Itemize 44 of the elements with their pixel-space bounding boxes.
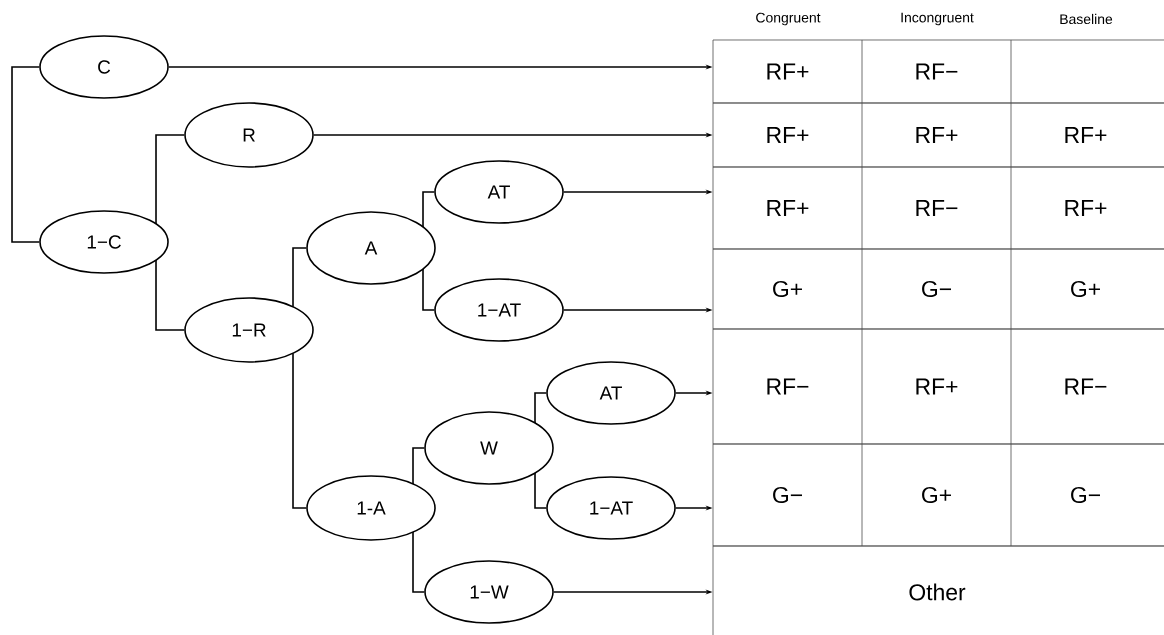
connector [155,259,185,331]
cell-text: G− [1071,486,1100,504]
ellipse-node: 1−C [39,210,169,274]
ellipse-node: AT [546,361,676,425]
cell-text: RF− [916,63,958,80]
cell-text: RF+ [767,127,809,143]
cell-text: RF+ [767,200,809,216]
cell-text: G− [773,486,802,504]
cell-text: G+ [1071,280,1100,298]
ellipse-node: 1−AT [434,278,564,342]
cell-text: RF+ [767,63,809,80]
connector [292,247,307,308]
ellipse-node: C [39,35,169,99]
cell-text: RF− [1065,378,1107,395]
cell-text: RF+ [916,127,958,143]
cell-text: RF+ [916,378,958,395]
connector [422,268,435,311]
connector [534,472,547,509]
cell-text: Other [909,583,966,601]
ellipse-node: A [306,211,436,285]
connector [412,447,425,485]
cell-text: RF− [916,200,958,216]
ellipse-node: 1−R [184,297,314,363]
connector [155,134,185,225]
column-header: Incongruent [901,12,974,26]
ellipse-node: 1-A [306,475,436,541]
ellipse-node: W [424,411,554,485]
cell-text: RF+ [1065,200,1107,216]
cell-text: RF+ [1065,127,1107,143]
connector [534,392,547,424]
cell-text: G+ [922,486,951,504]
connector [11,66,40,243]
ellipse-node: 1−AT [546,476,676,540]
cell-text: RF− [767,378,809,395]
ellipse-node: R [184,102,314,168]
ellipse-node: AT [434,160,564,224]
column-header: Congruent [756,12,821,26]
connector [422,191,435,228]
connector [412,531,425,593]
cell-text: G− [922,280,951,298]
connector [292,352,307,509]
cell-text: G+ [773,280,802,298]
column-header: Baseline [1060,13,1113,25]
ellipse-node: 1−W [424,560,554,624]
